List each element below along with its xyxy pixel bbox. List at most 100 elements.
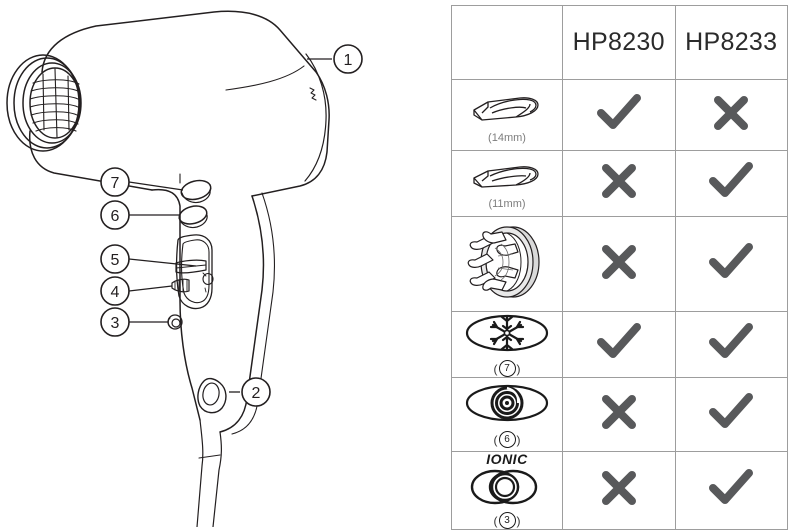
cell-hp8233: [674, 377, 788, 452]
cell-hp8230: [562, 216, 676, 312]
feature-cool-shot: ( 7 ): [451, 311, 563, 378]
nozzle-grille-bezel: [29, 67, 81, 139]
cell-hp8233: [674, 216, 788, 312]
check-icon: [709, 392, 754, 432]
check-icon: [596, 322, 641, 362]
header-model-hp8230: HP8230: [562, 5, 676, 80]
table-row: IONIC ( 3 ): [451, 451, 788, 530]
table-row: ( 7 ): [451, 311, 788, 378]
dryer-barrel-top: [41, 10, 330, 197]
callout-3-label: 3: [111, 315, 120, 332]
handle-left-edge: [151, 188, 201, 421]
feature-concentrator-11mm: (11mm): [451, 150, 563, 217]
callout-4: 4: [100, 276, 130, 306]
cell-hp8230: [562, 79, 676, 151]
dryer-rear-cap-edge: [304, 53, 327, 182]
model-comparison-table: HP8230 HP8233: [451, 5, 788, 530]
snowflake-cool-shot-icon: [463, 312, 551, 359]
dryer-body-seam: [225, 65, 305, 91]
nozzle-inner-ring: [22, 62, 82, 144]
table-row: (11mm): [451, 150, 788, 217]
cross-icon: [711, 93, 751, 133]
check-icon: [709, 322, 754, 362]
cell-hp8230: [562, 377, 676, 452]
cell-hp8233: [674, 150, 788, 217]
temperature-slider-knob: [175, 259, 207, 274]
header-feature-cell: [451, 5, 563, 80]
cell-hp8233: [674, 79, 788, 151]
cool-shot-button-top: [180, 179, 212, 201]
handle-right-edge: [219, 195, 265, 433]
table-row: [451, 216, 788, 312]
feature-size-label: (14mm): [488, 132, 526, 144]
cord-right: [212, 431, 222, 527]
ref-number: 7: [498, 360, 516, 377]
ref-paren-open: (: [493, 361, 498, 376]
callout-2-label: 2: [252, 385, 261, 402]
slider-well-outer: [175, 234, 213, 310]
handle-right-edge-outer: [231, 192, 276, 435]
callout-6-label: 6: [111, 208, 120, 225]
cross-icon: [599, 161, 639, 201]
check-icon: [709, 161, 754, 201]
ionic-wordmark: IONIC: [486, 451, 528, 467]
header-model-hp8233: HP8233: [674, 5, 788, 80]
cross-icon: [599, 468, 639, 508]
hair-dryer-line-art: 1 2 3 4 5: [6, 10, 363, 527]
callout-6: 6: [100, 200, 130, 230]
check-icon: [709, 242, 754, 282]
spiral-thermoprotect-icon: [463, 381, 551, 430]
ionic-button-inner: [171, 318, 181, 328]
hanging-loop-inner: [202, 382, 220, 406]
leader-7: [128, 181, 184, 191]
feature-ref-label: ( 7 ): [494, 360, 521, 377]
thermoprotect-button-side: [178, 214, 208, 229]
concentrator-nozzle-icon: [468, 158, 546, 197]
cord-collar: [198, 454, 221, 459]
callout-7: 7: [100, 167, 130, 197]
cell-hp8230: [562, 150, 676, 217]
nozzle-outer-ring: [6, 54, 80, 152]
dryer-barrel-bottom: [28, 130, 153, 191]
callout-3: 3: [100, 307, 130, 337]
airflow-slider-ridges: [174, 279, 188, 292]
table-row: ( 6 ): [451, 377, 788, 452]
nozzle-grille-slats: [29, 68, 81, 138]
ref-paren-open: (: [493, 432, 498, 447]
cell-hp8230: [562, 311, 676, 378]
feature-size-label: (11mm): [488, 197, 526, 210]
feature-ionic: IONIC ( 3 ): [451, 451, 563, 530]
cell-hp8233: [674, 311, 788, 378]
slider-side-tick-b: [204, 287, 207, 293]
cell-hp8233: [674, 451, 788, 530]
callout-bubbles: 1 2 3 4 5: [100, 44, 363, 407]
leader-5: [128, 258, 197, 267]
diffuser-icon: [465, 222, 549, 307]
check-icon: [596, 93, 641, 133]
cool-shot-button-side: [181, 189, 211, 204]
temperature-slider-line: [175, 264, 207, 269]
cross-icon: [599, 392, 639, 432]
cross-icon: [599, 242, 639, 282]
callout-5: 5: [100, 244, 130, 274]
callout-5-label: 5: [111, 252, 120, 269]
hair-dryer-diagram: 1 2 3 4 5: [6, 10, 363, 527]
slider-well-inner: [181, 239, 210, 304]
concentrator-nozzle-icon: [468, 86, 546, 131]
callout-1-label: 1: [344, 52, 353, 69]
ref-number: 6: [498, 431, 516, 448]
slider-side-tick-a: [202, 272, 207, 277]
callout-1: 1: [333, 44, 363, 74]
ref-paren-close: ): [516, 513, 521, 528]
callout-2: 2: [241, 377, 271, 407]
dryer-rear-cap-detail: [309, 87, 317, 101]
hanging-loop-outer: [197, 377, 227, 414]
ref-number: 3: [498, 512, 516, 529]
table-header-row: HP8230 HP8233: [451, 5, 788, 80]
feature-concentrator-14mm: (14mm): [451, 79, 563, 151]
ionic-icon: [467, 468, 547, 511]
cord-left: [196, 419, 204, 527]
ref-paren-open: (: [493, 513, 498, 528]
table-row: (14mm): [451, 79, 788, 151]
